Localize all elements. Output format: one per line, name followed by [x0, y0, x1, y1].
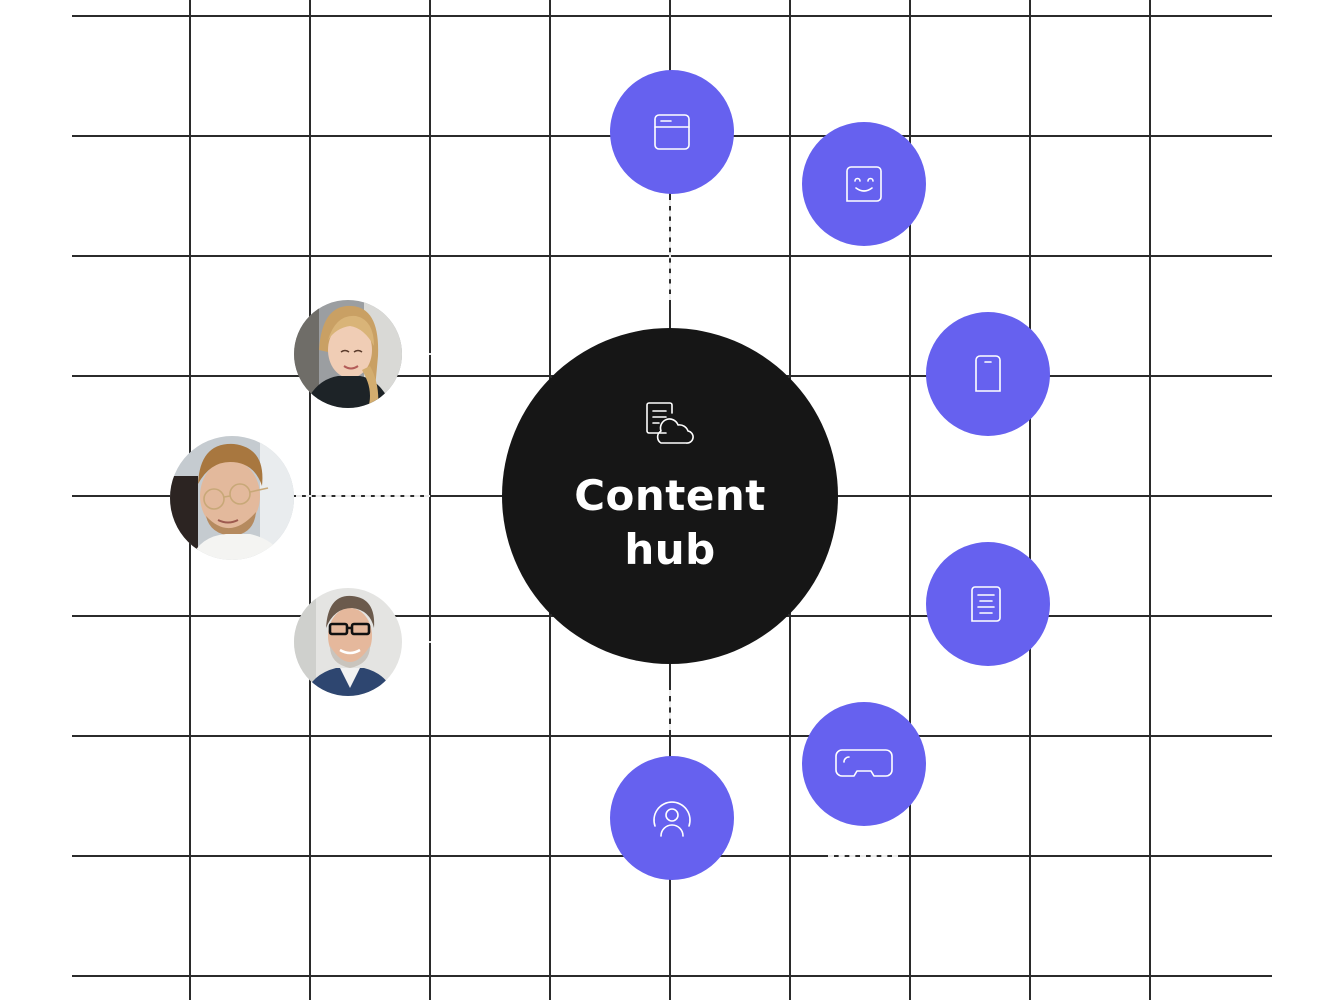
- content-hub[interactable]: Content hub: [502, 328, 838, 664]
- grid-line: [72, 735, 1272, 737]
- browser-window-icon: [654, 114, 690, 150]
- grid-line: [309, 0, 311, 1000]
- person-photo-icon: [294, 300, 402, 408]
- grid-line: [72, 15, 1272, 17]
- document-text-icon: [971, 586, 1001, 622]
- smiley-face-icon: [846, 166, 882, 202]
- user-broadcast-icon: [653, 801, 691, 837]
- connector-line: [296, 495, 430, 497]
- channel-web-node[interactable]: [610, 70, 734, 194]
- grid-line: [429, 0, 431, 1000]
- grid-line: [72, 255, 1272, 257]
- connector-line: [426, 641, 432, 643]
- channel-vr-node[interactable]: [802, 702, 926, 826]
- avatar-contributor-2[interactable]: [170, 436, 294, 560]
- vr-headset-icon: [835, 749, 893, 777]
- avatar-contributor-1[interactable]: [294, 300, 402, 408]
- grid-line: [1029, 0, 1031, 1000]
- person-photo-icon: [294, 588, 402, 696]
- grid-line: [909, 0, 911, 1000]
- person-photo-icon: [170, 436, 294, 560]
- connector-line: [828, 855, 898, 857]
- channel-mobile-node[interactable]: [926, 312, 1050, 436]
- mobile-phone-icon: [975, 355, 1001, 392]
- document-cloud-icon: [646, 402, 694, 444]
- connector-line: [669, 200, 671, 300]
- grid-line: [72, 975, 1272, 977]
- channel-document-node[interactable]: [926, 542, 1050, 666]
- avatar-contributor-3[interactable]: [294, 588, 402, 696]
- channel-voice-node[interactable]: [610, 756, 734, 880]
- grid-line: [1149, 0, 1151, 1000]
- channel-chatbot-node[interactable]: [802, 122, 926, 246]
- hub-title: Content hub: [574, 471, 766, 574]
- connector-line: [669, 690, 671, 730]
- connector-line: [426, 353, 432, 355]
